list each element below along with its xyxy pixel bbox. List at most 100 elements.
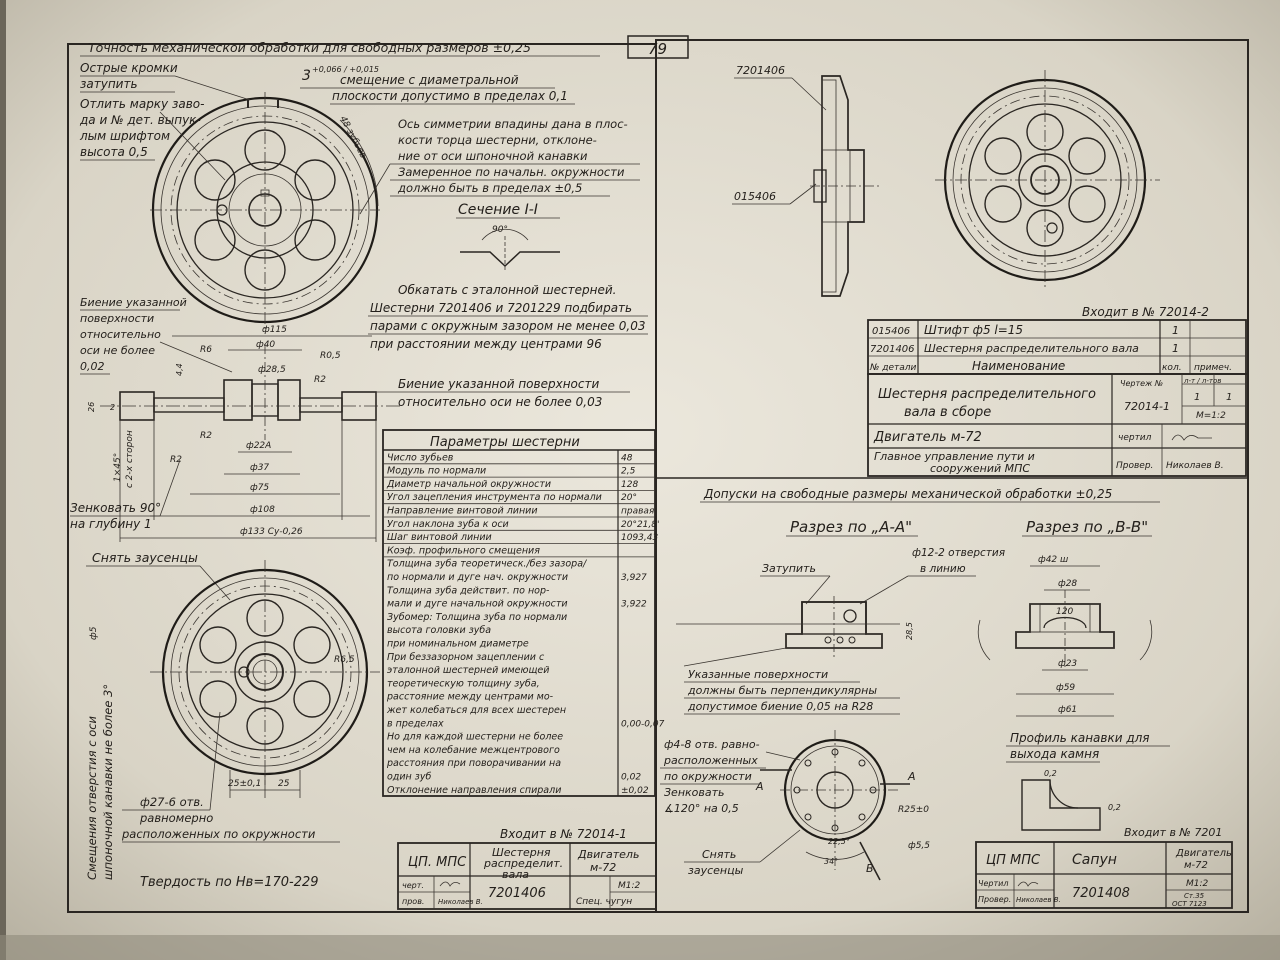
svg-text:ф40: ф40 <box>256 340 275 350</box>
svg-text:равномерно: равномерно <box>139 811 213 825</box>
svg-text:Сечение I-I: Сечение I-I <box>458 202 538 218</box>
param-label: расстояние между центрами мо- <box>386 692 554 703</box>
svg-text:ф5,5: ф5,5 <box>908 841 930 851</box>
svg-text:Шестерня распределительного ва: Шестерня распределительного вала <box>924 342 1139 355</box>
param-value: 2,5 <box>621 467 636 477</box>
title-block-right: ЦП МПС Сапун Двигатель м-72 Чертил Прове… <box>975 841 1233 909</box>
param-label: Модуль по нормали <box>387 466 486 477</box>
param-label: Угол зацепления инструмента по нормали <box>387 492 602 503</box>
svg-text:ф59: ф59 <box>1056 683 1075 693</box>
notes-symmetry: Ось симметрии впадины дана в плос- кости… <box>359 117 640 215</box>
notes-chamfer: 1×45° с 2-х сторон <box>113 430 135 488</box>
svg-text:Шестерня: Шестерня <box>492 846 551 859</box>
svg-text:ЦП МПС: ЦП МПС <box>986 853 1041 868</box>
svg-text:R2: R2 <box>200 431 212 441</box>
notes-runout-right: Биение указанной поверхности относительн… <box>375 377 630 409</box>
section-b-b-drawing: ф42 ш ф28 120 ф23 ф59 ф61 <box>977 555 1153 717</box>
svg-text:при расстоянии между центрами: при расстоянии между центрами 96 <box>370 337 602 351</box>
svg-text:1: 1 <box>1172 324 1179 337</box>
param-label: эталонной шестерней имеющей <box>387 665 549 676</box>
svg-text:ф108: ф108 <box>250 505 275 515</box>
holes4-note: ф4-8 отв. равно- расположенных по окружн… <box>660 738 801 815</box>
svg-text:Николаев В.: Николаев В. <box>1016 896 1061 904</box>
tb-right-enters: Входит в № 7201 <box>1124 826 1222 839</box>
param-label: Диаметр начальной окружности <box>386 479 551 490</box>
param-value: 48 <box>621 453 633 463</box>
svg-text:Штифт ф5 l=15: Штифт ф5 l=15 <box>924 323 1023 337</box>
svg-text:А: А <box>907 770 916 783</box>
gear-rear-view-bottom: 25±0,1 25 R6,5 ф5 <box>89 560 380 798</box>
svg-text:Провер.: Провер. <box>1116 461 1153 471</box>
param-value: 3,922 <box>621 600 647 610</box>
svg-text:по окружности: по окружности <box>664 770 752 783</box>
svg-text:относительно оси не более 0,03: относительно оси не более 0,03 <box>398 395 602 409</box>
svg-text:ф5: ф5 <box>89 626 99 640</box>
svg-text:72014-1: 72014-1 <box>1124 400 1170 413</box>
svg-text:Ось симметрии впадины дана в п: Ось симметрии впадины дана в плос- <box>398 117 628 131</box>
notes-offset-vertical: Смещения отверстия с оси шпоночной канав… <box>85 684 115 880</box>
svg-text:кол.: кол. <box>1162 363 1182 373</box>
param-label: один зуб <box>387 772 431 783</box>
param-value: 1093,43 <box>621 533 658 543</box>
svg-text:Наименование: Наименование <box>972 359 1065 373</box>
svg-text:ф4-8 отв. равно-: ф4-8 отв. равно- <box>664 738 760 751</box>
svg-text:7201406: 7201406 <box>870 344 915 355</box>
svg-text:заусенцы: заусенцы <box>688 864 744 877</box>
notes-lapping: Обкатать с эталонной шестерней. Шестерни… <box>368 283 648 351</box>
svg-text:26: 26 <box>87 402 96 412</box>
param-value: правая <box>621 507 655 517</box>
svg-text:7201408: 7201408 <box>1072 886 1130 901</box>
param-value: 20°21,8' <box>621 520 659 530</box>
svg-text:R0,5: R0,5 <box>320 351 341 361</box>
svg-text:Двигатель: Двигатель <box>1175 848 1232 859</box>
svg-text:3: 3 <box>302 68 311 84</box>
svg-text:0,02: 0,02 <box>80 360 105 373</box>
svg-text:В: В <box>866 862 874 875</box>
svg-text:R2: R2 <box>170 455 182 465</box>
dark-binding-edge <box>0 0 6 960</box>
svg-text:с 2-х сторон: с 2-х сторон <box>125 430 135 488</box>
svg-text:ОСТ 7123: ОСТ 7123 <box>1172 900 1207 908</box>
svg-text:015406: 015406 <box>872 326 910 337</box>
param-label: высота головки зуба <box>387 625 491 636</box>
page-number-box <box>627 35 689 59</box>
svg-text:выхода камня: выхода камня <box>1010 747 1099 761</box>
param-label: чем на колебание межцентрового <box>387 745 560 756</box>
svg-text:Обкатать с эталонной шестерней: Обкатать с эталонной шестерней. <box>398 283 616 297</box>
param-value: 128 <box>621 480 638 490</box>
assembly-title-block: Шестерня распределительного вала в сборе… <box>867 373 1247 477</box>
svg-text:R25±0: R25±0 <box>898 805 929 815</box>
svg-text:ф61: ф61 <box>1058 705 1077 715</box>
svg-text:вала: вала <box>502 868 529 881</box>
svg-text:затупить: затупить <box>80 77 138 91</box>
svg-text:Острые кромки: Острые кромки <box>80 61 178 75</box>
svg-text:1: 1 <box>1226 392 1232 403</box>
svg-text:Ст.35: Ст.35 <box>1184 892 1205 900</box>
svg-text:34°: 34° <box>824 857 838 866</box>
svg-text:0,2: 0,2 <box>1044 769 1057 778</box>
svg-text:ф27-6 отв.: ф27-6 отв. <box>140 795 204 809</box>
svg-text:смещение с диаметральной: смещение с диаметральной <box>340 73 519 87</box>
svg-text:ф28,5: ф28,5 <box>258 365 286 375</box>
svg-text:Двигатель: Двигатель <box>577 848 639 861</box>
svg-text:+0,066 / +0,015: +0,066 / +0,015 <box>312 65 379 74</box>
section-a-a-drawing: 28,5 <box>676 596 914 660</box>
svg-text:0,2: 0,2 <box>1108 803 1121 812</box>
svg-text:да и № дет. выпук-: да и № дет. выпук- <box>79 113 201 127</box>
param-value: 20° <box>621 493 637 503</box>
svg-text:оси не более: оси не более <box>80 344 155 357</box>
param-label: Зубомер: Толщина зуба по нормали <box>387 612 567 623</box>
svg-text:4,4: 4,4 <box>175 363 184 376</box>
svg-text:Зенковать 90°: Зенковать 90° <box>70 501 161 515</box>
notes-countersink: Зенковать 90° на глубину 1 <box>70 459 181 531</box>
svg-text:1: 1 <box>1194 392 1200 403</box>
param-label: мали и дуге начальной окружности <box>387 599 568 610</box>
svg-text:Чертеж №: Чертеж № <box>1120 379 1163 388</box>
param-label: расстояния при поворачивании на <box>386 758 561 769</box>
svg-text:Спец. чугун: Спец. чугун <box>576 897 632 907</box>
svg-text:примеч.: примеч. <box>1194 363 1232 373</box>
svg-text:Двигатель м-72: Двигатель м-72 <box>873 430 982 445</box>
svg-text:распределит.: распределит. <box>483 857 563 870</box>
svg-text:1: 1 <box>1172 342 1179 355</box>
notes-holes: ф27-6 отв. равномерно расположенных по о… <box>121 711 340 843</box>
